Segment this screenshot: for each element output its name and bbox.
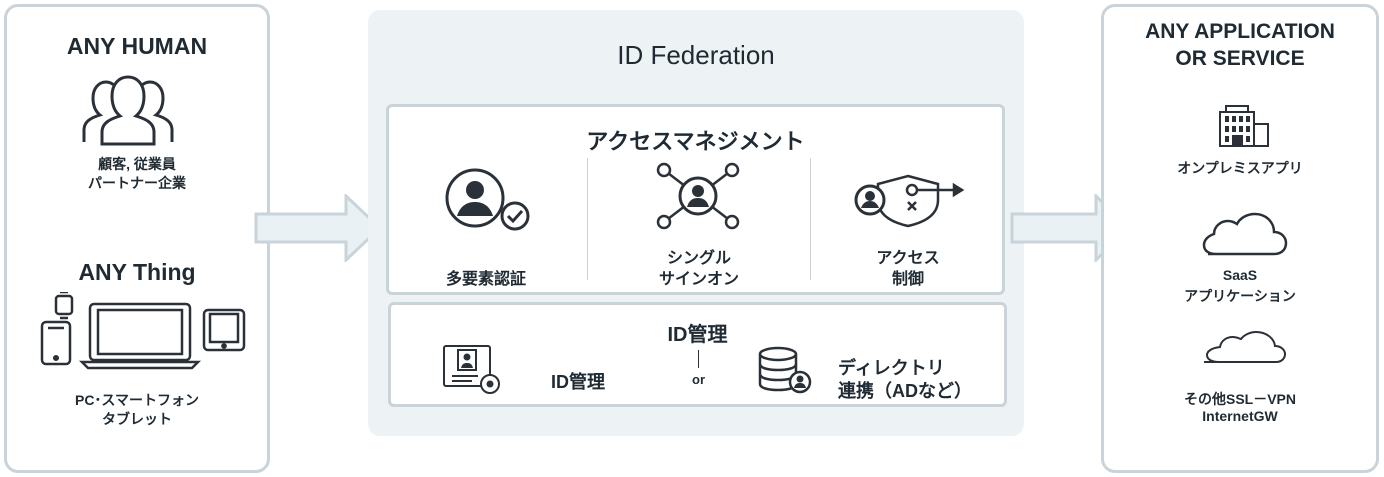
- access-management-title: アクセスマネジメント: [586, 129, 805, 154]
- or-divider-line: [698, 350, 699, 368]
- human-caption-line2: パートナー企業: [88, 175, 186, 191]
- cloud-small-icon: [1194, 326, 1288, 366]
- cloud-icon: [1194, 208, 1288, 258]
- access-control-label-line2: 制御: [891, 271, 924, 288]
- thing-caption-line2: タブレット: [102, 411, 172, 427]
- divider: [810, 158, 811, 280]
- other-label-line1: その他SSL－VPN: [1183, 391, 1296, 407]
- database-user-icon: [756, 346, 816, 394]
- onprem-label: オンプレミスアプリ: [1177, 160, 1303, 176]
- saas-label-line1: SaaS: [1222, 267, 1258, 283]
- network-user-icon: [650, 160, 746, 232]
- any-thing-title: ANY Thing: [78, 259, 196, 285]
- thing-caption-line1: PC･スマートフォン: [74, 392, 200, 408]
- devices-icon-group: [38, 292, 250, 370]
- sso-label-line2: サインオン: [658, 271, 739, 288]
- people-group-icon: [66, 68, 190, 148]
- right-arrow-icon: [254, 194, 384, 262]
- id-management-item-label: ID管理: [551, 372, 605, 392]
- or-label: or: [692, 372, 705, 387]
- mfa-label: 多要素認証: [445, 271, 526, 288]
- human-caption-line1: 顧客, 従業員: [98, 156, 176, 172]
- other-label-line2: InternetGW: [1202, 408, 1278, 424]
- id-management-title: ID管理: [667, 324, 728, 346]
- user-check-icon: [443, 168, 539, 232]
- shield-user-icon: [850, 172, 968, 228]
- divider: [587, 158, 588, 280]
- sso-label-line1: シングル: [666, 250, 731, 267]
- smartphone-icon: [40, 320, 72, 366]
- tablet-icon: [202, 308, 246, 352]
- any-application-panel: [1101, 4, 1379, 473]
- watch-icon: [54, 292, 74, 320]
- directory-label-line2: 連携（ADなど）: [838, 381, 972, 401]
- id-card-icon: [442, 342, 506, 396]
- any-human-title: ANY HUMAN: [66, 33, 208, 59]
- directory-label-line1: ディレクトリ: [838, 358, 945, 378]
- laptop-icon: [78, 302, 202, 370]
- saas-label-line2: アプリケーション: [1184, 288, 1296, 304]
- access-control-label-line1: アクセス: [876, 250, 940, 267]
- any-application-title-line2: OR SERVICE: [1175, 47, 1305, 70]
- any-application-title-line1: ANY APPLICATION: [1145, 20, 1335, 43]
- building-icon: [1214, 104, 1274, 148]
- id-federation-title: ID Federation: [617, 40, 775, 70]
